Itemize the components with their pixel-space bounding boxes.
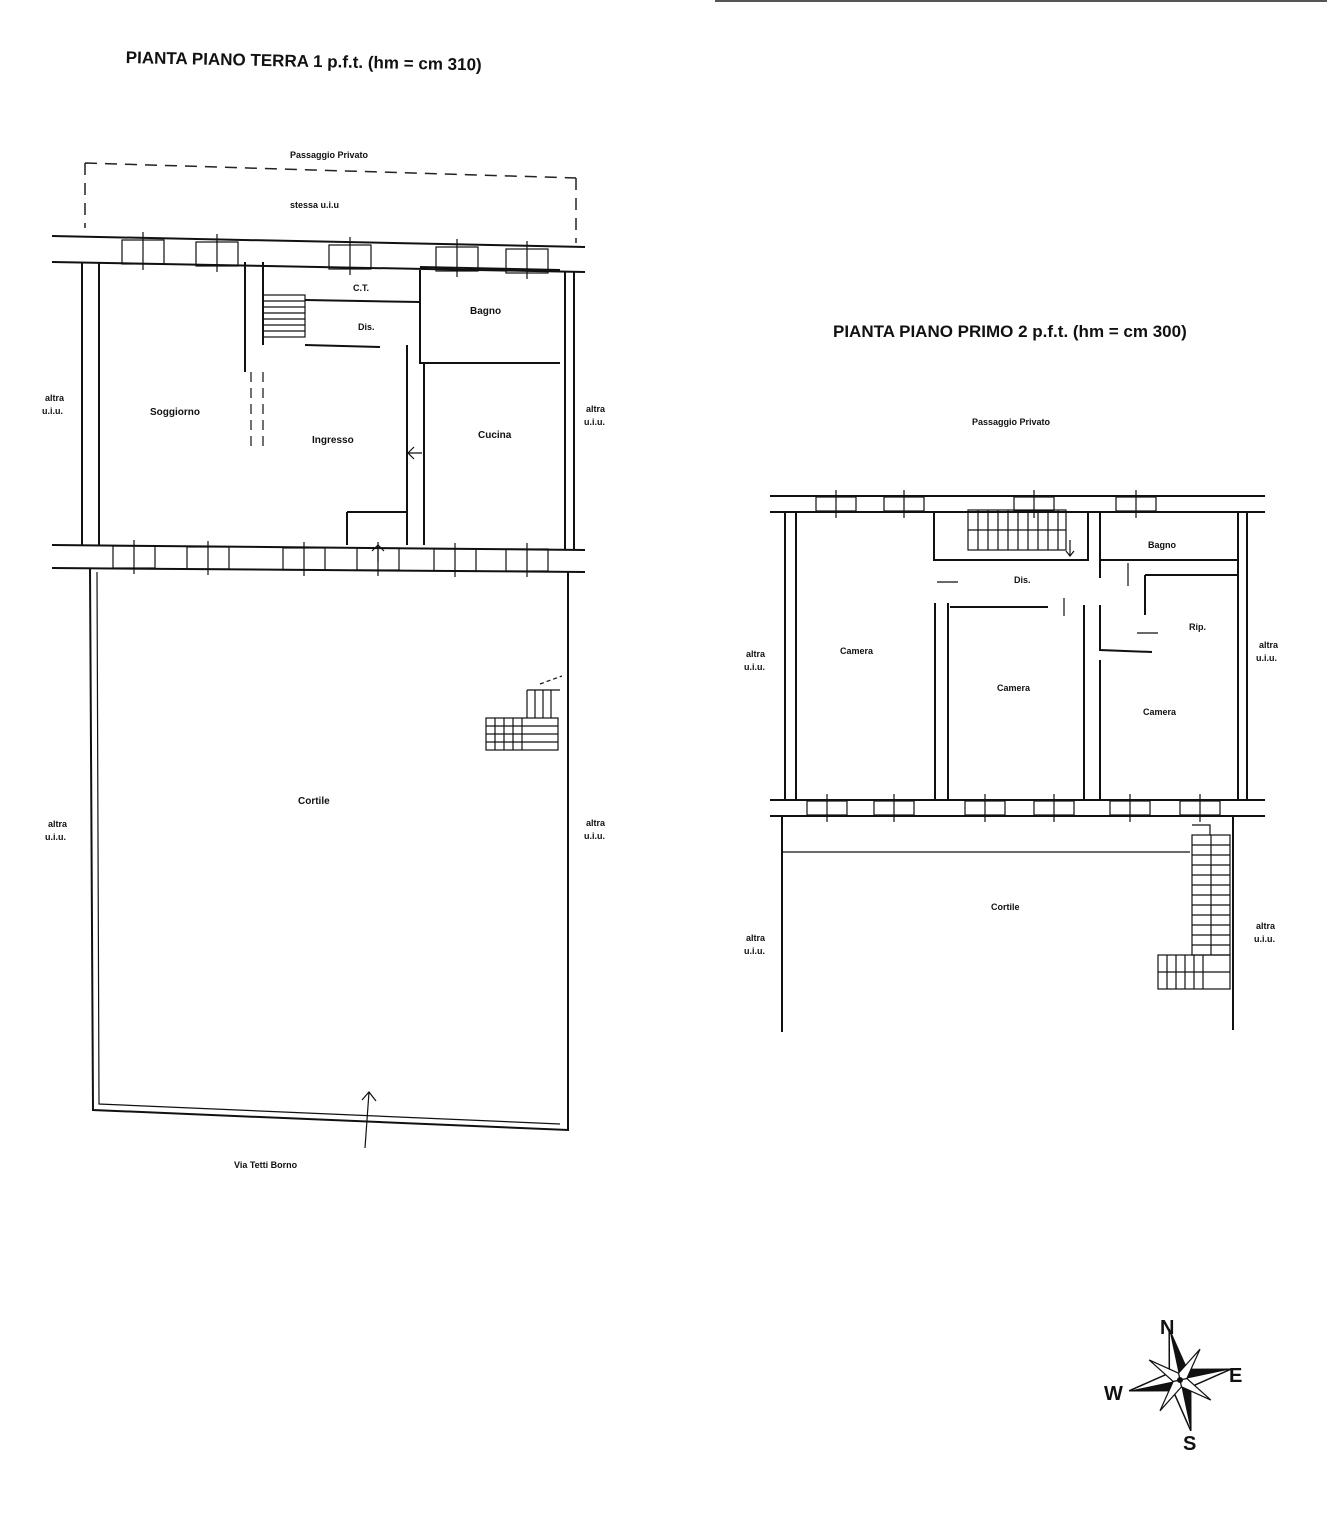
ground-courtyard-stair xyxy=(485,675,563,751)
first-rip-walls xyxy=(1144,574,1238,615)
ground-room-ingresso: Ingresso xyxy=(312,435,354,446)
first-neighbor-west-1b: u.i.u. xyxy=(744,662,765,672)
first-courtyard-stair xyxy=(1157,824,1231,990)
ground-dis-walls xyxy=(304,299,421,348)
ground-soggiorno-wall xyxy=(244,262,264,372)
ground-cucina-wall xyxy=(406,345,425,545)
ground-neighbor-east-2: altra xyxy=(586,818,606,828)
ground-passage-outline xyxy=(84,162,577,243)
ground-stair xyxy=(262,294,306,338)
first-north-windows xyxy=(815,490,1157,518)
first-door-marks xyxy=(937,563,1158,634)
ground-east-wall xyxy=(564,272,575,550)
ground-floor-plan: Passaggio Privato stessa u.i.u xyxy=(42,150,606,1170)
first-neighbor-east-1b: u.i.u. xyxy=(1256,653,1277,663)
ground-north-wall-outer xyxy=(51,235,586,248)
ground-entry-niche xyxy=(346,511,408,545)
compass-east: E xyxy=(1229,1365,1242,1387)
first-neighbor-east-1: altra xyxy=(1259,640,1279,650)
first-room-camera-2: Camera xyxy=(997,683,1031,693)
compass-south: S xyxy=(1183,1433,1196,1455)
first-bagno-walls xyxy=(1099,512,1238,578)
first-courtyard-sides xyxy=(781,816,1234,1032)
first-east-wall xyxy=(1237,512,1248,800)
ground-bagno-walls xyxy=(419,266,561,364)
ground-north-windows xyxy=(121,232,549,279)
first-room-rip: Rip. xyxy=(1189,622,1206,632)
ground-neighbor-west-1: altra xyxy=(45,393,65,403)
compass-north: N xyxy=(1160,1317,1174,1339)
ground-courtyard-outline xyxy=(89,567,569,1132)
ground-street-label: Via Tetti Borno xyxy=(234,1160,298,1170)
ground-neighbor-east-1b: u.i.u. xyxy=(584,417,605,427)
first-stair xyxy=(967,509,1075,557)
first-neighbor-east-2: altra xyxy=(1256,921,1276,931)
first-neighbor-east-2b: u.i.u. xyxy=(1254,934,1275,944)
ground-courtyard-inner-line xyxy=(96,571,561,1125)
ground-room-cucina: Cucina xyxy=(478,430,512,441)
first-camera-wall-1 xyxy=(934,603,1048,800)
ground-entry-arrow xyxy=(371,544,385,562)
compass-star-icon xyxy=(1128,1328,1232,1432)
ground-south-windows xyxy=(112,540,549,577)
first-room-dis: Dis. xyxy=(1014,575,1031,585)
ground-room-ct: C.T. xyxy=(353,283,369,293)
first-neighbor-west-1: altra xyxy=(746,649,766,659)
first-room-cortile: Cortile xyxy=(991,902,1020,912)
ground-room-cortile: Cortile xyxy=(298,796,330,807)
ground-room-bagno: Bagno xyxy=(470,306,501,317)
ground-street-access-arrow xyxy=(361,1091,377,1149)
ground-neighbor-east-2b: u.i.u. xyxy=(584,831,605,841)
ground-west-wall xyxy=(81,262,100,545)
ground-same-unit-label: stessa u.i.u xyxy=(290,200,339,210)
ground-room-dis: Dis. xyxy=(358,322,375,332)
first-passage-label: Passaggio Privato xyxy=(972,417,1051,427)
first-floor-title: PIANTA PIANO PRIMO 2 p.f.t. (hm = cm 300… xyxy=(833,322,1187,341)
first-neighbor-west-2: altra xyxy=(746,933,766,943)
first-south-windows xyxy=(806,794,1221,822)
first-floor-plan: Passaggio Privato xyxy=(744,417,1279,1032)
first-room-camera-1: Camera xyxy=(840,646,874,656)
first-room-camera-3: Camera xyxy=(1143,707,1177,717)
ground-neighbor-west-1b: u.i.u. xyxy=(42,406,63,416)
ground-cucina-door-arrow xyxy=(407,446,422,460)
first-neighbor-west-2b: u.i.u. xyxy=(744,946,765,956)
ground-neighbor-west-2: altra xyxy=(48,819,68,829)
compass-west: W xyxy=(1104,1383,1123,1405)
first-room-bagno: Bagno xyxy=(1148,540,1177,550)
first-south-wall xyxy=(770,799,1265,817)
ground-neighbor-west-2b: u.i.u. xyxy=(45,832,66,842)
first-stair-enclosure xyxy=(933,512,1089,561)
compass-rose: N E S W xyxy=(1104,1317,1242,1455)
ground-neighbor-east-1: altra xyxy=(586,404,606,414)
ground-soggiorno-dashed-wall xyxy=(250,372,264,450)
first-west-wall xyxy=(784,512,797,800)
top-edge-rule xyxy=(715,0,1327,2)
ground-room-soggiorno: Soggiorno xyxy=(150,407,200,418)
ground-passage-label: Passaggio Privato xyxy=(290,150,369,160)
first-camera-wall-2 xyxy=(1083,605,1153,800)
